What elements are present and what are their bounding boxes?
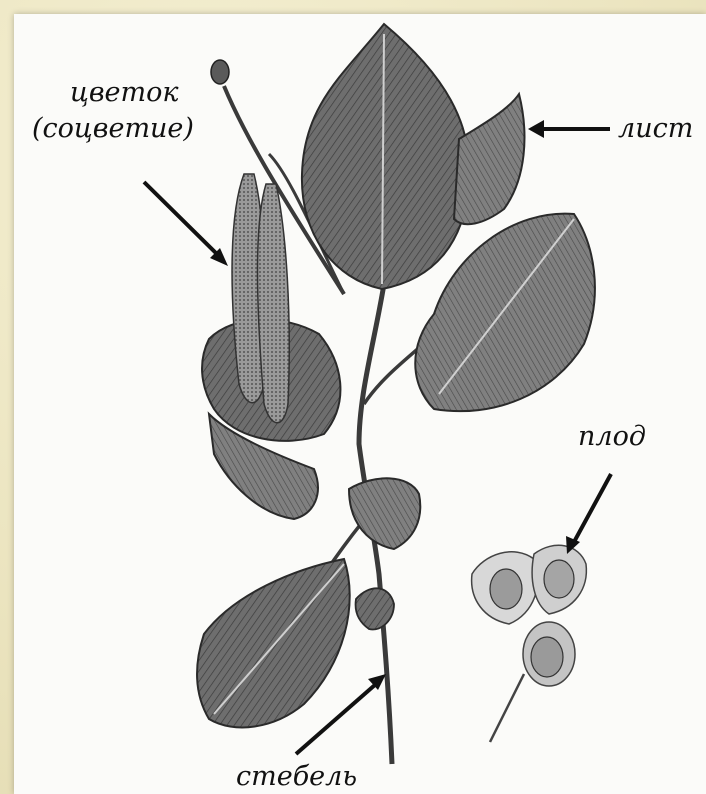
leaf-tiny	[356, 588, 394, 629]
label-stem: стебель	[236, 762, 357, 792]
leaf-folded	[454, 94, 524, 224]
label-leaf: лист	[618, 114, 693, 144]
illustration-panel: цветок (соцветие) лист плод стебель	[14, 14, 706, 794]
leaf-middle	[349, 478, 420, 549]
catkin-right	[258, 184, 290, 423]
arrow-fruit	[566, 474, 611, 554]
label-flower: цветок	[70, 78, 179, 108]
label-inflorescence: (соцветие)	[32, 114, 194, 144]
bud-icon	[211, 60, 229, 84]
leaf-top	[302, 24, 470, 289]
label-fruit: плод	[578, 422, 646, 452]
arrow-flower	[144, 182, 228, 266]
arrow-leaf	[528, 120, 610, 138]
fruit-hazelnut	[472, 545, 587, 742]
